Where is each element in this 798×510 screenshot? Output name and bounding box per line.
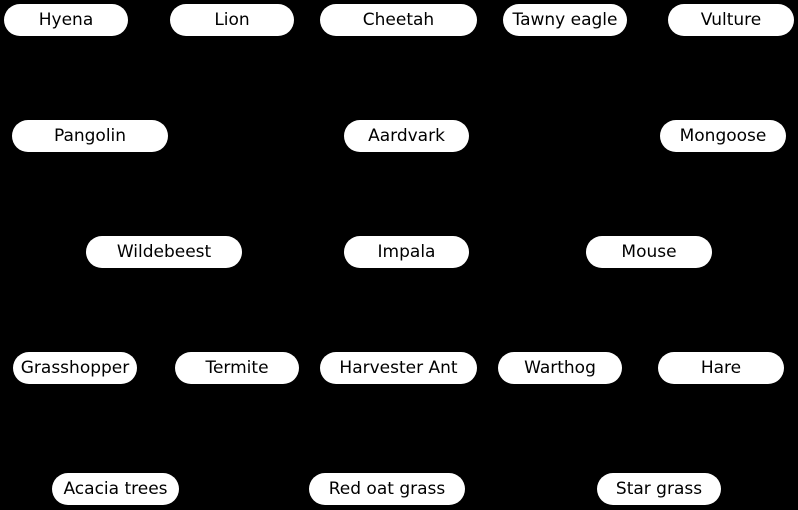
node-cheetah: Cheetah — [320, 4, 477, 36]
node-acacia-trees: Acacia trees — [52, 473, 179, 505]
node-star-grass: Star grass — [597, 473, 721, 505]
node-red-oat-grass: Red oat grass — [309, 473, 465, 505]
node-grasshopper: Grasshopper — [13, 352, 137, 384]
node-wildebeest: Wildebeest — [86, 236, 242, 268]
node-hare: Hare — [658, 352, 784, 384]
node-termite: Termite — [175, 352, 299, 384]
node-mongoose: Mongoose — [660, 120, 786, 152]
node-hyena: Hyena — [4, 4, 128, 36]
node-impala: Impala — [344, 236, 469, 268]
node-warthog: Warthog — [498, 352, 622, 384]
node-pangolin: Pangolin — [12, 120, 168, 152]
node-tawny-eagle: Tawny eagle — [503, 4, 627, 36]
node-lion: Lion — [170, 4, 294, 36]
node-aardvark: Aardvark — [344, 120, 469, 152]
node-mouse: Mouse — [586, 236, 712, 268]
node-harvester-ant: Harvester Ant — [320, 352, 477, 384]
node-vulture: Vulture — [668, 4, 794, 36]
